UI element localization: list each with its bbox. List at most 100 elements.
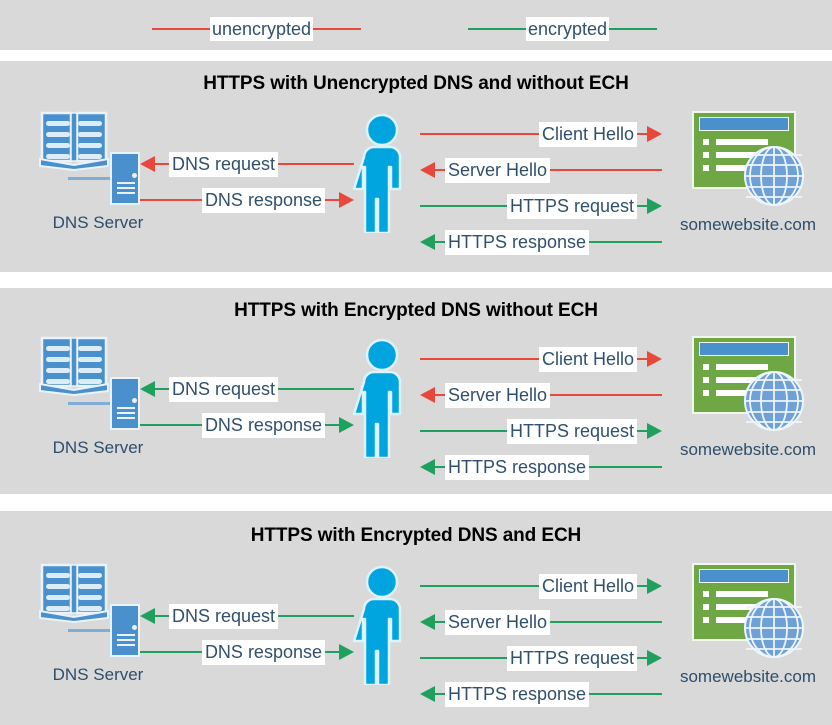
dns-server-label: DNS Server xyxy=(52,438,144,457)
arrowhead-right xyxy=(647,650,662,666)
arrowhead-right xyxy=(647,578,662,594)
flow-line xyxy=(155,163,169,165)
website-label: somewebsite.com xyxy=(679,215,817,234)
server-slots xyxy=(117,182,135,197)
flow-line xyxy=(278,163,354,165)
panel-title: HTTPS with Unencrypted DNS and without E… xyxy=(203,73,629,94)
website-label: somewebsite.com xyxy=(679,667,817,686)
legend-label-encrypted: encrypted xyxy=(526,17,610,41)
legend-item-encrypted: encrypted xyxy=(468,17,658,41)
browser-title-bar xyxy=(699,117,789,131)
server-tower-icon xyxy=(110,604,140,657)
server-tower-icon xyxy=(110,377,140,430)
globe-icon xyxy=(743,145,805,207)
flow-label: Server Hello xyxy=(445,609,551,635)
book-icon xyxy=(38,334,110,396)
server-indicator-dot xyxy=(132,173,137,178)
flow-arrow-client-hello: Client Hello xyxy=(420,121,662,147)
flow-line xyxy=(637,585,647,587)
flow-label: HTTPS request xyxy=(506,645,637,671)
arrowhead-left xyxy=(420,459,435,475)
browser-content-list xyxy=(703,364,768,403)
browser-content-list xyxy=(703,591,768,630)
flow-line xyxy=(637,430,647,432)
legend-panel: unencrypted encrypted xyxy=(0,0,832,50)
flow-line xyxy=(589,693,662,695)
flow-line xyxy=(420,205,507,207)
flow-label: Client Hello xyxy=(538,346,637,372)
legend-item-unencrypted: unencrypted xyxy=(152,17,362,41)
scenario-panel-1: HTTPS with Unencrypted DNS and without E… xyxy=(0,61,832,272)
legend-line-unencrypted xyxy=(152,28,210,30)
flow-line xyxy=(140,651,202,653)
browser-list-row xyxy=(703,364,768,370)
flow-line xyxy=(155,615,169,617)
arrowhead-left xyxy=(420,162,435,178)
flow-arrow-dns-request: DNS request xyxy=(140,151,354,177)
arrowhead-left xyxy=(140,381,155,397)
list-bullet xyxy=(703,617,709,623)
arrowhead-right xyxy=(647,198,662,214)
arrowhead-right xyxy=(647,423,662,439)
flow-line xyxy=(435,466,445,468)
browser-content-list xyxy=(703,139,768,178)
arrowhead-left xyxy=(420,387,435,403)
flow-label: Client Hello xyxy=(538,573,637,599)
flow-line xyxy=(637,657,647,659)
flow-arrow-server-hello: Server Hello xyxy=(420,609,662,635)
list-bar xyxy=(716,390,768,396)
flow-line xyxy=(435,394,445,396)
book-icon xyxy=(38,109,110,171)
flow-line xyxy=(420,358,539,360)
flow-arrow-https-request: HTTPS request xyxy=(420,193,662,219)
flow-label: Server Hello xyxy=(445,382,551,408)
flow-label: DNS request xyxy=(169,151,279,177)
flow-arrow-client-hello: Client Hello xyxy=(420,573,662,599)
dns-server-label: DNS Server xyxy=(52,665,144,684)
flow-line xyxy=(278,615,354,617)
flow-line xyxy=(550,394,662,396)
list-bullet xyxy=(703,604,709,610)
list-bar xyxy=(716,165,768,171)
arrowhead-right xyxy=(339,644,354,660)
legend-label-unencrypted: unencrypted xyxy=(210,17,314,41)
server-indicator-dot xyxy=(132,625,137,630)
book-icon xyxy=(38,561,110,623)
flow-label: DNS response xyxy=(201,187,325,213)
flow-line xyxy=(420,585,539,587)
flow-label: HTTPS response xyxy=(445,454,590,480)
browser-list-row xyxy=(703,617,768,623)
list-bar xyxy=(716,139,768,145)
flow-label: HTTPS response xyxy=(445,681,590,707)
legend-line-encrypted-tail xyxy=(609,28,658,30)
user-person-icon xyxy=(350,338,414,458)
list-bar xyxy=(716,152,768,158)
flow-arrow-dns-response: DNS response xyxy=(140,187,354,213)
browser-list-row xyxy=(703,591,768,597)
flow-arrow-server-hello: Server Hello xyxy=(420,382,662,408)
flow-line xyxy=(435,693,445,695)
flow-label: Client Hello xyxy=(538,121,637,147)
list-bar xyxy=(716,377,768,383)
flow-line xyxy=(325,651,339,653)
list-bar xyxy=(716,364,768,370)
browser-title-bar xyxy=(699,342,789,356)
browser-list-row xyxy=(703,377,768,383)
flow-arrow-dns-response: DNS response xyxy=(140,412,354,438)
list-bar xyxy=(716,617,768,623)
flow-arrow-client-hello: Client Hello xyxy=(420,346,662,372)
flow-line xyxy=(435,621,445,623)
flow-line xyxy=(637,133,647,135)
list-bullet xyxy=(703,152,709,158)
panel-title: HTTPS with Encrypted DNS without ECH xyxy=(234,300,598,321)
flow-label: DNS response xyxy=(201,639,325,665)
flow-line xyxy=(637,358,647,360)
server-tower-icon xyxy=(110,152,140,205)
browser-list-row xyxy=(703,165,768,171)
flow-line xyxy=(325,424,339,426)
flow-label: DNS request xyxy=(169,376,279,402)
flow-arrow-dns-request: DNS request xyxy=(140,376,354,402)
flow-line xyxy=(278,388,354,390)
browser-list-row xyxy=(703,390,768,396)
